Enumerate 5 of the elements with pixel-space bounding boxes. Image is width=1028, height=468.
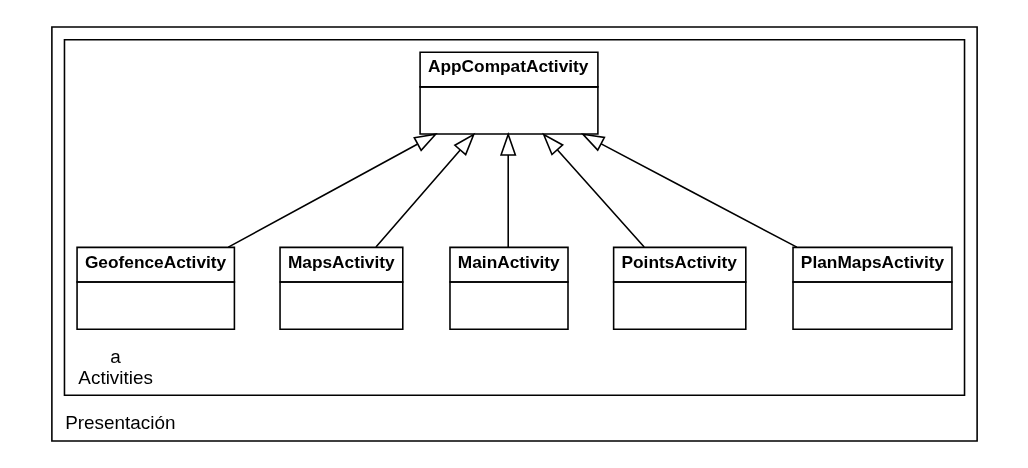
arrow xyxy=(580,133,798,248)
arrow xyxy=(541,132,645,248)
arrow xyxy=(374,132,475,248)
arrow xyxy=(499,132,516,248)
arrow xyxy=(227,133,438,248)
